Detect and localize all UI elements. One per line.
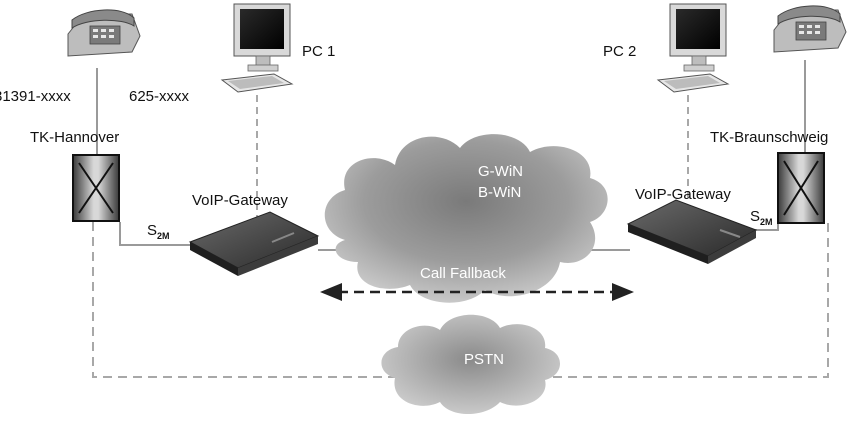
s2m-left-sub: 2M <box>157 231 170 241</box>
telephone-right <box>773 5 847 53</box>
gateway-right-label: VoIP-Gateway <box>635 186 731 203</box>
telephone-icon <box>67 9 141 57</box>
pstn-cloud <box>381 314 560 414</box>
pc1-label: PC 1 <box>302 43 335 60</box>
pc2-computer <box>656 3 730 93</box>
pc2-label: PC 2 <box>603 43 636 60</box>
pc1-number-label: 625-xxxx <box>129 88 190 105</box>
s2m-right-label: S 2M <box>750 208 773 227</box>
network-cloud-icon <box>324 134 608 303</box>
network-label-bwin: B-WiN <box>478 184 521 201</box>
tk-left-label: TK-Hannover <box>30 129 119 146</box>
s2m-left-line <box>119 222 200 246</box>
desktop-computer-icon <box>656 3 730 93</box>
voip-gateway-icon <box>188 211 320 276</box>
tk-switch-right <box>777 152 825 224</box>
phone-left-number-label: 31391-xxxx <box>0 88 71 105</box>
desktop-computer-icon <box>220 3 294 93</box>
tk-switch-left <box>72 154 120 222</box>
wan-cloud <box>324 134 608 303</box>
s2m-right-main: S <box>750 208 760 225</box>
pstn-dashed-line <box>92 222 829 378</box>
s2m-left-main: S <box>147 222 157 239</box>
telephone-icon <box>773 5 847 53</box>
s2m-left-label: S 2M <box>147 222 170 241</box>
gateway-left-label: VoIP-Gateway <box>192 192 288 209</box>
tk-right-label: TK-Braunschweig <box>710 129 828 146</box>
tk-switch-icon <box>777 152 825 224</box>
tk-switch-icon <box>72 154 120 222</box>
pstn-label: PSTN <box>464 351 504 368</box>
call-fallback-arrow <box>320 283 634 301</box>
s2m-right-sub: 2M <box>760 217 773 227</box>
voip-gateway-left <box>188 211 320 276</box>
network-cloud-icon <box>381 314 560 414</box>
voip-gateway-right <box>626 199 758 264</box>
call-fallback-label: Call Fallback <box>420 265 506 282</box>
voip-gateway-icon <box>626 199 758 264</box>
pc1-computer <box>220 3 294 93</box>
telephone-left <box>67 9 141 57</box>
network-label-gwin: G-WiN <box>478 163 523 180</box>
